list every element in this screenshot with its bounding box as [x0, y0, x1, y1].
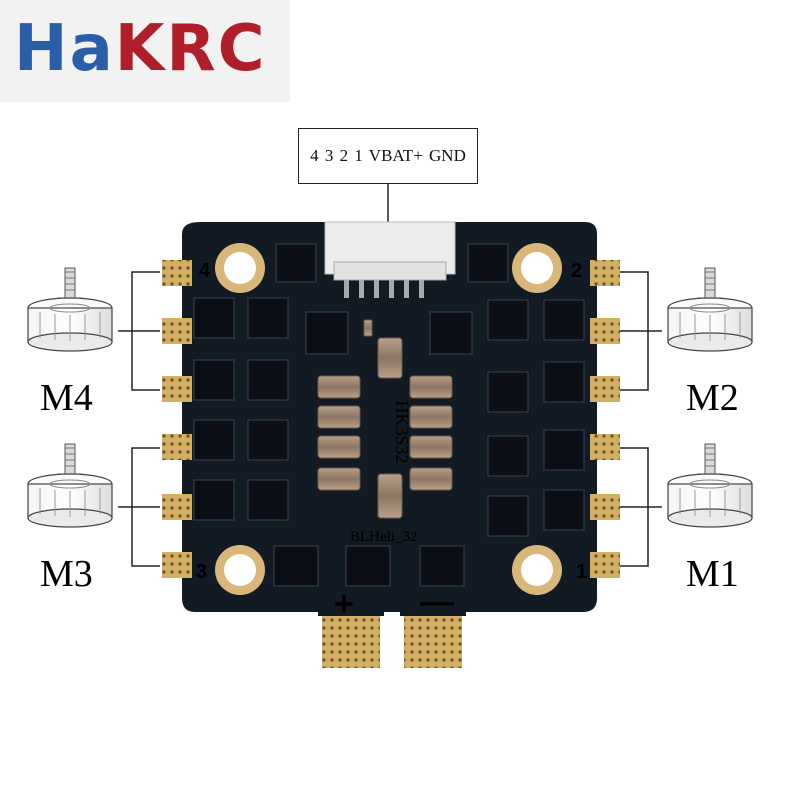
brand-logo: HaKRC	[14, 12, 267, 86]
pad-number-3: 3	[196, 561, 207, 583]
capacitors	[317, 319, 453, 519]
motor-label-m1: M1	[686, 553, 739, 595]
motor-label-m3: M3	[40, 553, 93, 595]
logo-background	[0, 0, 290, 102]
plus-sign: +	[334, 585, 354, 623]
connector-pinout-label: 4 3 2 1 VBAT+ GND	[298, 128, 478, 184]
minus-sign: —	[420, 583, 454, 621]
pad-number-2: 2	[571, 260, 582, 282]
chip-marking: HK3S32	[392, 400, 412, 463]
jst-connector	[324, 221, 456, 298]
battery-pads	[318, 608, 466, 668]
motor-solder-pads	[162, 260, 620, 578]
pad-number-1: 1	[576, 561, 587, 583]
motor-bracket-lines	[118, 271, 662, 567]
motor-m3-icon	[27, 443, 113, 528]
pad-number-4: 4	[199, 260, 211, 282]
motor-label-m2: M2	[686, 377, 739, 419]
mosfet-chips	[193, 243, 585, 587]
motor-m1-icon	[667, 443, 753, 528]
motor-label-m4: M4	[40, 377, 93, 419]
motor-m2-icon	[667, 267, 753, 352]
mounting-holes	[215, 243, 562, 595]
motor-m4-icon	[27, 267, 113, 352]
firmware-marking: BLHeli_32	[350, 529, 418, 545]
